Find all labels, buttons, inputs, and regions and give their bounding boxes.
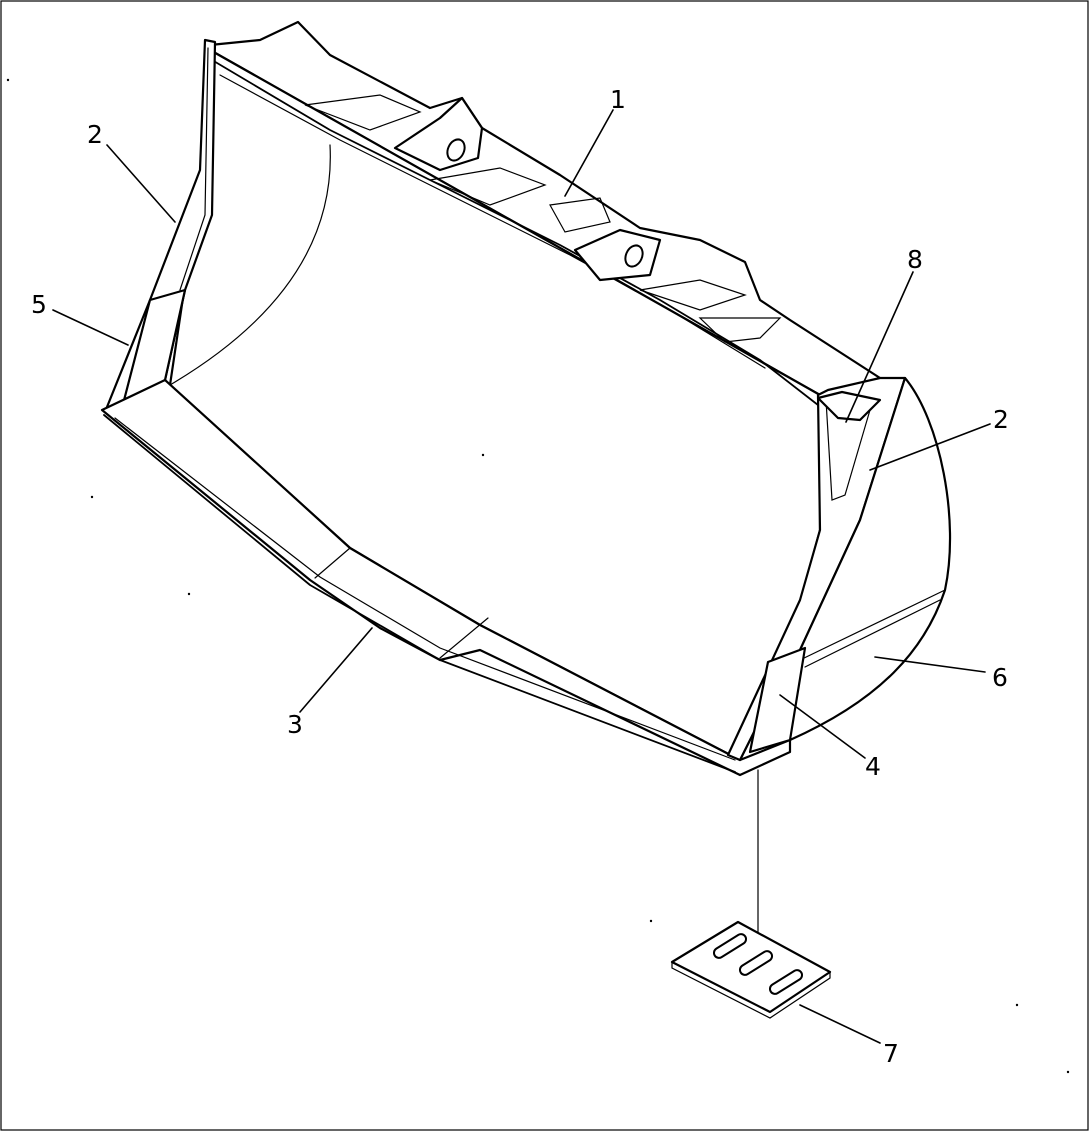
top-rib-1 xyxy=(304,94,422,131)
right-outer-panel-seam-2 xyxy=(804,599,941,668)
callout-2-right: 2 xyxy=(993,405,1009,434)
leader-4 xyxy=(779,694,866,759)
speck xyxy=(6,78,10,82)
callout-3: 3 xyxy=(287,710,303,739)
speck xyxy=(187,592,191,596)
scan-specks xyxy=(6,78,1070,1074)
leader-6 xyxy=(874,656,986,673)
top-edge-inner xyxy=(219,74,766,369)
top-rib-5 xyxy=(698,317,782,343)
callout-1: 1 xyxy=(610,85,626,114)
callout-5: 5 xyxy=(31,290,47,319)
speck xyxy=(649,919,653,923)
leader-2-right xyxy=(869,423,991,471)
top-edge-line xyxy=(211,59,819,406)
leader-3 xyxy=(299,627,373,713)
bucket-body xyxy=(100,20,952,777)
right-outer-panel-seam xyxy=(799,589,946,661)
cutting-edge-inner xyxy=(114,417,736,761)
leader-5 xyxy=(52,309,129,346)
adapter-slot-1 xyxy=(712,933,748,959)
leader-1 xyxy=(564,109,614,197)
mount-hole-left xyxy=(446,138,466,162)
adapter-plate-thickness xyxy=(671,961,831,1019)
right-wear-plate xyxy=(748,646,807,754)
speck xyxy=(90,495,94,499)
adapter-slot-3 xyxy=(768,969,804,995)
cutting-edge-seam-1 xyxy=(314,547,351,579)
interior-curve-left xyxy=(169,144,331,386)
right-outer-panel xyxy=(788,376,952,742)
leader-lines xyxy=(52,109,991,1044)
adapter-plate-assembly xyxy=(670,769,832,1019)
speck xyxy=(1015,1003,1019,1007)
left-side-plate-inner xyxy=(179,47,209,291)
top-rib-2 xyxy=(427,167,547,206)
callout-labels: 1 2 2 3 4 5 6 7 8 xyxy=(31,85,1009,1068)
callout-4: 4 xyxy=(865,752,881,781)
leader-2-left xyxy=(106,144,176,223)
right-side-cap xyxy=(816,390,882,422)
callout-2-left: 2 xyxy=(87,120,103,149)
leader-7 xyxy=(799,1004,881,1044)
callout-7: 7 xyxy=(883,1039,899,1068)
cutting-edge-front xyxy=(103,414,736,773)
mount-bracket-right xyxy=(573,228,662,282)
mount-hole-right xyxy=(624,244,644,268)
top-rib-3 xyxy=(549,197,611,233)
adapter-slot-2 xyxy=(738,950,774,976)
top-rib-4 xyxy=(639,279,747,311)
speck xyxy=(481,453,485,457)
callout-6: 6 xyxy=(992,663,1008,692)
callout-8: 8 xyxy=(907,245,923,274)
speck xyxy=(1066,1070,1070,1074)
leader-8 xyxy=(845,271,914,423)
right-side-plate-inner xyxy=(825,399,871,501)
cutting-edge-seam-2 xyxy=(439,617,489,659)
